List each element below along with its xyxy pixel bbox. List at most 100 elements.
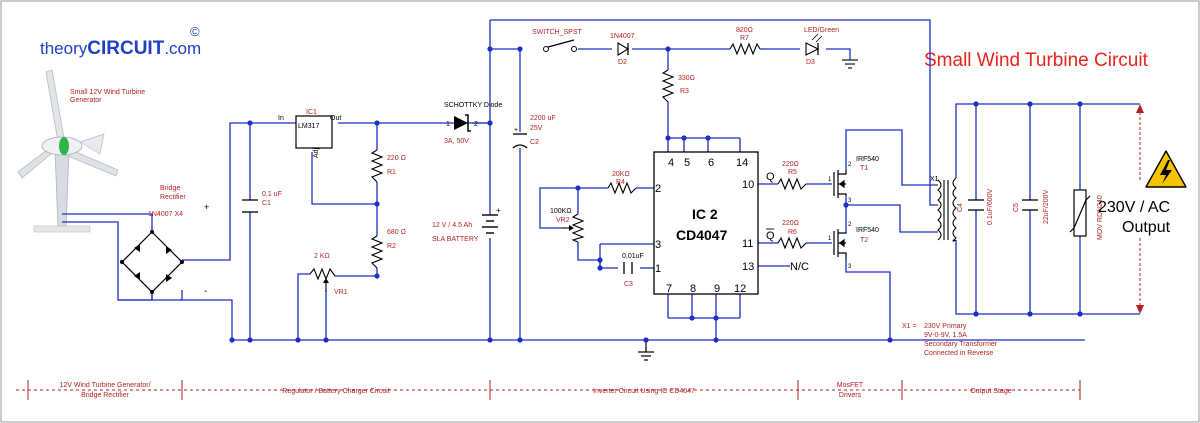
x1-note-line-4: Connected in Reverse [924,350,993,357]
junction-dot [1027,101,1033,107]
ic1-out-label: Out [330,115,341,122]
capacitor-c2 [512,133,528,149]
c1-ref: C1 [262,200,271,207]
ic2-part: CD4047 [676,227,728,243]
r1-value: 220 Ω [387,155,406,162]
brand-logo: theoryCIRCUIT.com [40,38,201,59]
output-arrow-down [1136,305,1144,314]
section-label: Drivers [839,392,862,399]
c4-ref: C4 [957,203,964,212]
led-d3 [805,33,823,56]
t1-pin-3: 3 [848,198,852,204]
section-label: Bridge Rectifier [81,392,130,399]
ic2-pin-2: 2 [655,183,661,195]
junction-dot [713,337,719,343]
output-arrow-up [1136,104,1144,113]
junction-dot [973,101,979,107]
resistor-r7 [729,42,761,56]
ic2-pin-10: 10 [742,179,754,191]
battery-line-1: 12 V / 4.5 Ah [432,222,472,229]
junction-dot [689,315,695,321]
resistor-r2 [370,235,384,269]
junction-dot [487,337,493,343]
t2-pin-3: 3 [848,264,852,270]
bridge-rectifier [120,230,184,294]
vr2-ref: VR2 [556,217,570,224]
c2-plus: + [514,127,518,134]
bridge-part: 1N4007 X4 [148,211,183,218]
r6-ref: R6 [788,229,797,236]
r7-value: 820Ω [736,27,753,34]
section-label: Output Stage [970,388,1011,395]
junction-dot [247,337,253,343]
c5-ref: C5 [1013,203,1020,212]
bridge-minus: - [204,286,207,297]
bridge-label-2: Rectifier [160,194,186,201]
output-voltage: 230V / AC [1098,199,1170,216]
r6-value: 220Ω [782,220,799,227]
high-voltage-warning-icon [1145,150,1187,188]
capacitor-c4 [968,199,984,211]
wire-network [62,19,1140,341]
d3-part: LED/Green [804,27,839,34]
ic2-pin-14: 14 [736,157,748,169]
regulator-lm317 [295,115,333,149]
nc-label: N/C [790,261,809,273]
ic2-pin-12: 12 [734,283,746,295]
c1-value: 0.1 uF [262,191,282,198]
battery-line-2: SLA BATTERY [432,236,479,243]
schottky-rating: 3A, 50V [444,138,469,145]
mov-varistor [1069,189,1091,237]
diagram-title: Small Wind Turbine Circuit [924,50,1149,71]
ic2-pin-7: 7 [666,283,672,295]
ic1-adj-label: Adj [313,147,320,158]
section-bar: 12V Wind Turbine Generator/Bridge Rectif… [16,380,1081,400]
capacitor-c5 [1022,199,1038,211]
vr1-ref: VR1 [334,289,348,296]
ic1-part: LM317 [298,123,320,130]
c2-ref: C2 [530,139,539,146]
junction-dot [887,337,893,343]
ic2-pin-6: 6 [708,157,714,169]
schottky-pin2: 2 [474,121,478,128]
bridge-label-1: Bridge [160,185,180,192]
d2-part: 1N4007 [610,33,635,40]
r5-value: 220Ω [782,161,799,168]
resistor-r6 [777,236,807,250]
junction-dot [374,273,380,279]
generator-label-1: Small 12V Wind Turbine [70,89,145,96]
junction-dot [517,337,523,343]
switch-spst [543,39,577,52]
diode-d2 [617,42,630,56]
bridge-plus: + [204,202,209,212]
t2-pin-1: 1 [828,236,832,242]
resistor-r1 [370,149,384,183]
junction-dot [1077,101,1083,107]
junction-dot [1077,311,1083,317]
junction-dots [229,46,1083,343]
t1-ref: T1 [860,165,868,172]
ic2-pin-13: 13 [742,261,754,273]
junction-dot [643,337,649,343]
ic2-name: IC 2 [692,206,718,222]
r2-ref: R2 [387,243,396,250]
junction-dot [229,337,235,343]
junction-dot [247,120,253,126]
junction-dot [487,46,493,52]
ic1-in-label: In [278,115,284,122]
resistor-r5 [777,177,807,191]
wind-turbine-icon [17,69,119,233]
battery-sla [482,214,498,234]
junction-dot [665,135,671,141]
x1-ref: X1 [930,176,939,183]
junction-dot [597,265,603,271]
junction-dot [575,185,581,191]
c4-value: 0.1uF/600V [987,188,994,225]
switch-label: SWITCH_SPST [532,29,583,36]
mosfet-t2 [833,229,847,260]
t1-pin-2: 2 [848,162,852,168]
x1-note-line-3: Secondary Transformer [924,341,998,348]
junction-dot [487,120,493,126]
x1-note-line-1: 230V Primary [924,323,967,330]
